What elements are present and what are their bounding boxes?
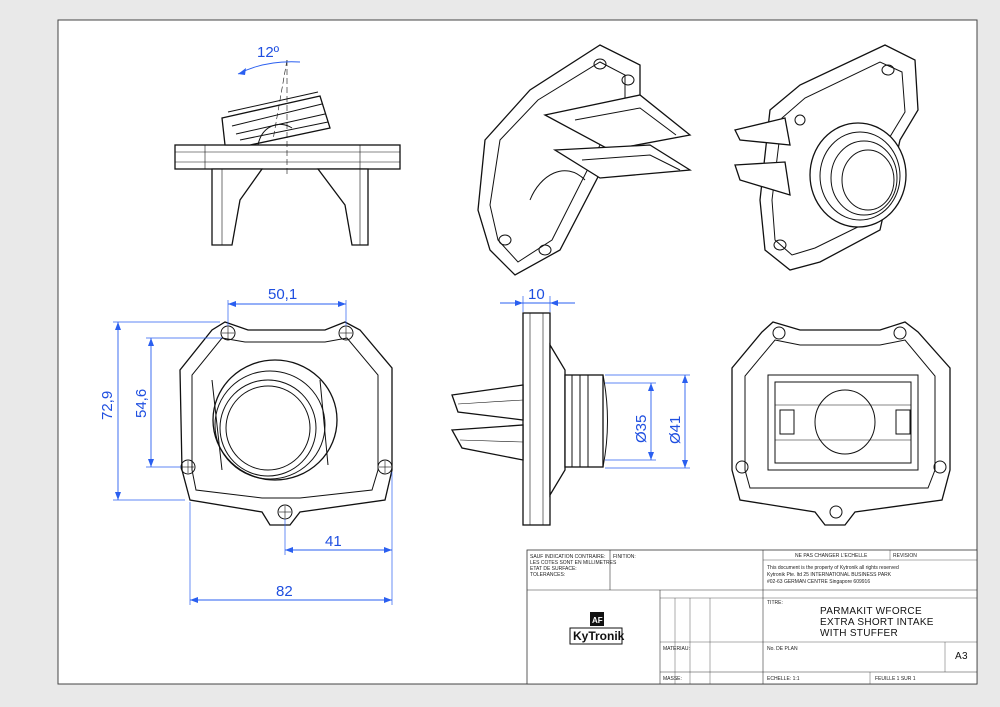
logo-text: KyTronik	[573, 629, 625, 643]
dim-dia-35: Ø35	[633, 415, 650, 443]
sheet-size: A3	[955, 651, 968, 662]
units-label-3: ETAT DE SURFACE:	[530, 566, 577, 572]
ownership-note-2: Kytronik Pte. ltd 25 INTERNATIONAL BUSIN…	[767, 572, 892, 578]
company-logo: AF KyTronik	[569, 612, 625, 645]
no-edit-label: NE PAS CHANGER L'ECHELLE	[795, 553, 868, 559]
logo-mark: AF	[592, 616, 603, 625]
sheet-number-label: FEUILLE 1 SUR 1	[875, 676, 916, 682]
isometric-view-2	[734, 44, 919, 271]
drawing-title-1: PARMAKIT WFORCE	[820, 606, 922, 617]
drawing-title-2: EXTRA SHORT INTAKE	[820, 617, 934, 628]
front-view	[179, 321, 393, 526]
title-label: TITRE:	[767, 600, 783, 606]
drawing-number-label: No. DE PLAN	[767, 646, 798, 652]
weight-label: MASSE:	[663, 676, 682, 682]
dim-54-6: 54,6	[133, 389, 150, 418]
front-view-dimensions: 50,1 72,9 54,6 41 82	[99, 286, 393, 605]
revision-label: REVISION	[893, 553, 917, 559]
back-view	[731, 321, 951, 526]
title-block: SAUF INDICATION CONTRAIRE: LES COTES SON…	[526, 549, 978, 685]
material-label: MATERIAU:	[663, 646, 690, 652]
units-label-2: LES COTES SONT EN MILLIMETRES	[530, 560, 617, 566]
dim-72-9: 72,9	[99, 391, 116, 420]
dim-41: 41	[325, 533, 342, 550]
scale-label: ECHELLE: 1:1	[767, 676, 800, 682]
finish-label: FINITION:	[613, 554, 636, 560]
dim-10: 10	[528, 286, 545, 303]
dim-dia-41: Ø41	[667, 416, 684, 444]
side-view: 12º	[174, 44, 401, 246]
units-label-1: SAUF INDICATION CONTRAIRE:	[530, 554, 605, 560]
ownership-note-3: #02-63 GERMAN CENTRE Singapore 609916	[767, 579, 870, 585]
drawing-title-3: WITH STUFFER	[820, 628, 898, 639]
units-label-4: TOLERANCES:	[530, 572, 565, 578]
dim-82: 82	[276, 583, 293, 600]
section-view: 10 Ø35 Ø41	[450, 286, 690, 526]
isometric-view-1	[477, 44, 692, 276]
dim-50-1: 50,1	[268, 286, 297, 303]
ownership-note-1: This document is the property of Kytroni…	[767, 565, 899, 571]
angle-dimension: 12º	[257, 44, 280, 61]
